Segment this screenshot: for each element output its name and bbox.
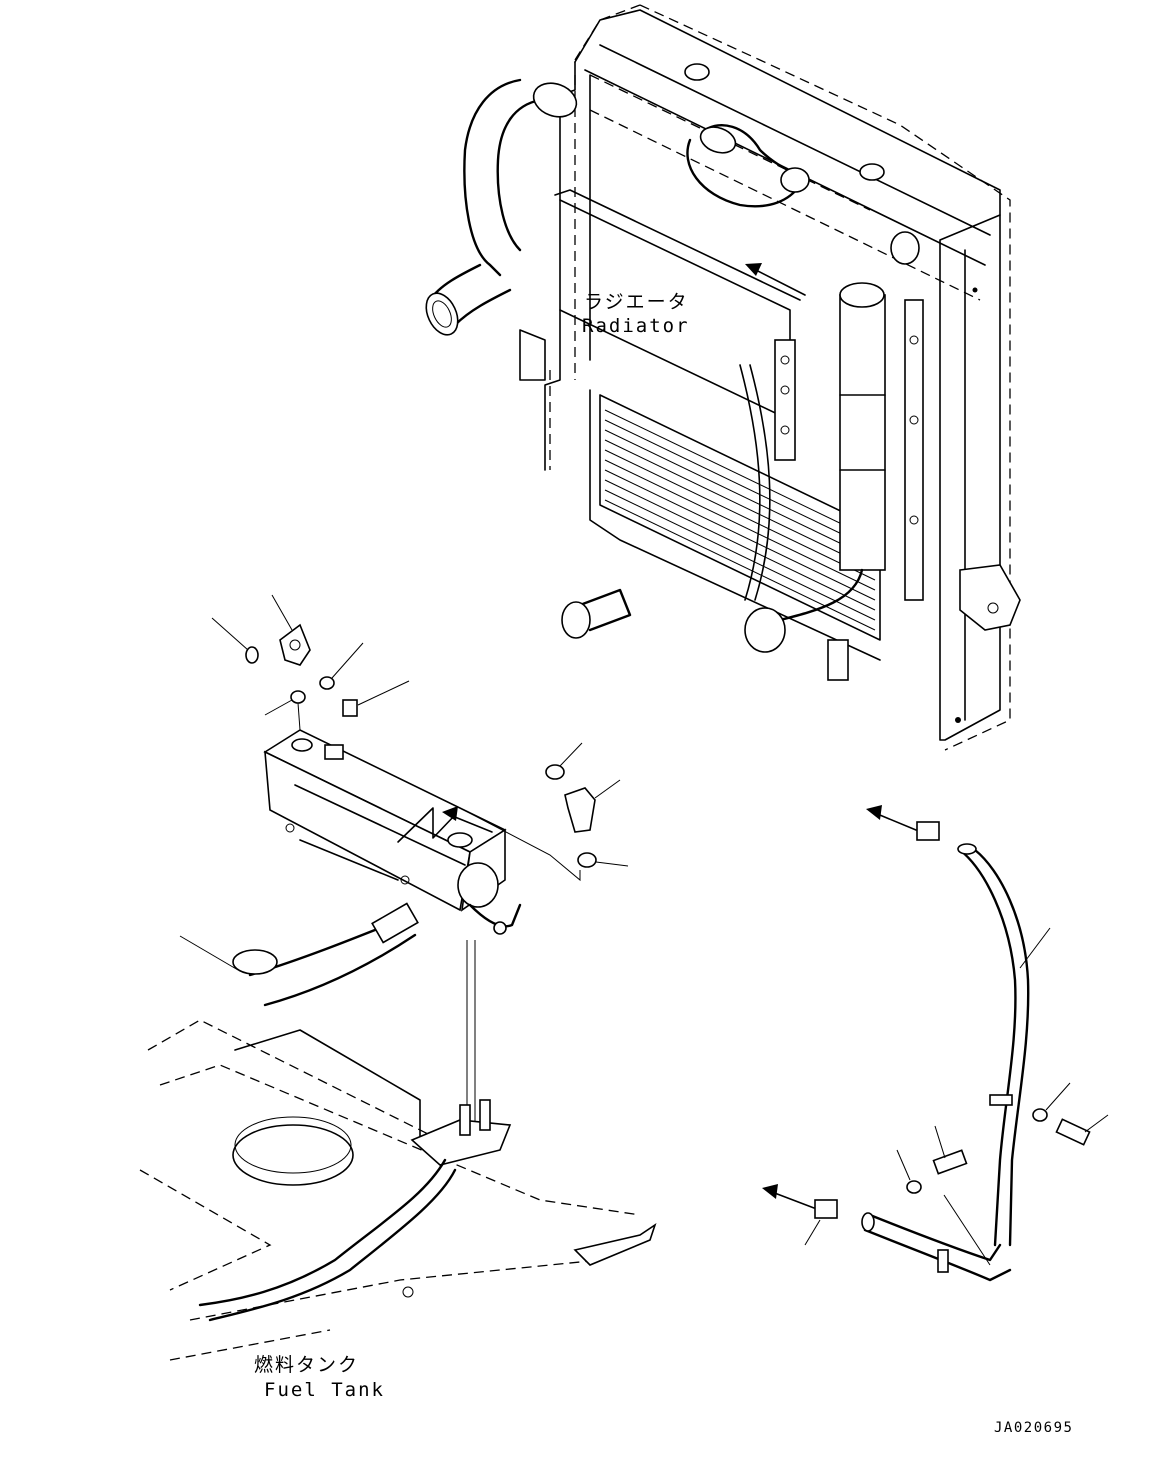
fuel-tank: 燃料タンク Fuel Tank — [139, 1019, 657, 1401]
hose-clamp-arrow — [866, 805, 940, 841]
small-clip — [937, 1194, 991, 1273]
radiator-label-en: Radiator — [582, 315, 690, 337]
reservoir-tank — [263, 729, 522, 935]
inlet-hose — [179, 902, 476, 1145]
o-ring-e — [577, 852, 597, 868]
reservoir-fittings — [211, 594, 629, 882]
o-ring-c — [290, 690, 306, 704]
hose-clamp-arrow-2 — [762, 1184, 838, 1246]
upper-hose-left — [425, 78, 578, 336]
radiator-label-jp: ラジエータ — [584, 291, 689, 313]
radiator-assembly: ラジエータ Radiator — [425, 4, 1021, 751]
charge-air-pipe — [744, 282, 886, 653]
bolts-right — [896, 1082, 1109, 1194]
reservoir-arrow — [397, 806, 493, 843]
o-ring-b — [319, 676, 335, 690]
drawing-code: JA020695 — [994, 1420, 1073, 1436]
fuel-tank-label-en: Fuel Tank — [264, 1379, 385, 1401]
flow-arrow-radiator — [745, 263, 806, 296]
drain-hose — [861, 843, 1051, 1282]
radiator-core-fins — [604, 409, 876, 631]
o-ring-a — [245, 646, 259, 664]
lower-hose — [561, 364, 771, 639]
fuel-tank-label-jp: 燃料タンク — [254, 1354, 359, 1376]
upper-hose-right — [684, 63, 920, 265]
radiator-brackets — [774, 299, 924, 681]
o-ring-d — [545, 764, 565, 780]
